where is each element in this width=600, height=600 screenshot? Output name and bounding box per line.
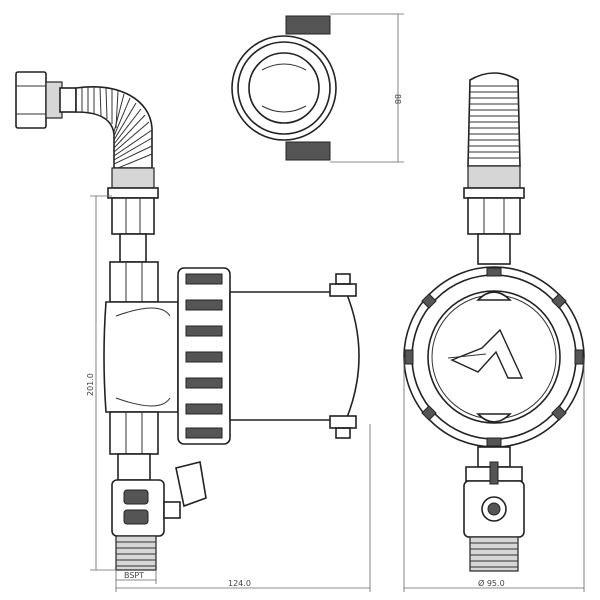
height-dimension-label: 201.0 xyxy=(86,373,95,396)
width-dimension-label: 124.0 xyxy=(228,579,251,588)
stylized-A-logo-icon xyxy=(447,328,524,379)
thread-label: BSPT xyxy=(124,571,144,580)
hose-ribs xyxy=(81,86,153,169)
diameter-dimension: Ø 95.0 xyxy=(403,357,585,592)
valve-stem xyxy=(163,501,181,519)
lower-union xyxy=(109,411,159,455)
front-valve-handle xyxy=(489,461,499,485)
height-dimension: 201.0 xyxy=(86,195,116,571)
top-view-height-label: 88 xyxy=(393,94,402,104)
front-upper-fitting xyxy=(467,197,521,235)
width-dimension: 124.0 xyxy=(115,424,371,592)
motor-housing xyxy=(229,291,360,421)
upper-union xyxy=(109,261,159,303)
front-hose-ribs xyxy=(468,85,520,159)
top-view: 88 xyxy=(231,13,404,163)
pump-face-notches xyxy=(404,267,584,447)
valve-handle xyxy=(175,461,207,508)
flange-ribs xyxy=(185,273,223,439)
ball-valve xyxy=(111,479,165,537)
pump-body xyxy=(103,301,179,413)
front-threaded-outlet xyxy=(469,536,519,572)
diameter-label: Ø 95.0 xyxy=(478,578,505,588)
front-view: Ø 95.0 xyxy=(403,72,585,592)
threaded-outlet xyxy=(115,535,157,571)
union-nut xyxy=(15,71,47,129)
upper-fitting xyxy=(111,197,155,235)
thread-dimension: BSPT xyxy=(115,570,157,584)
side-view: 201.0 BSPT 124.0 xyxy=(15,71,371,592)
top-view-height-dimension: 88 xyxy=(330,13,404,163)
